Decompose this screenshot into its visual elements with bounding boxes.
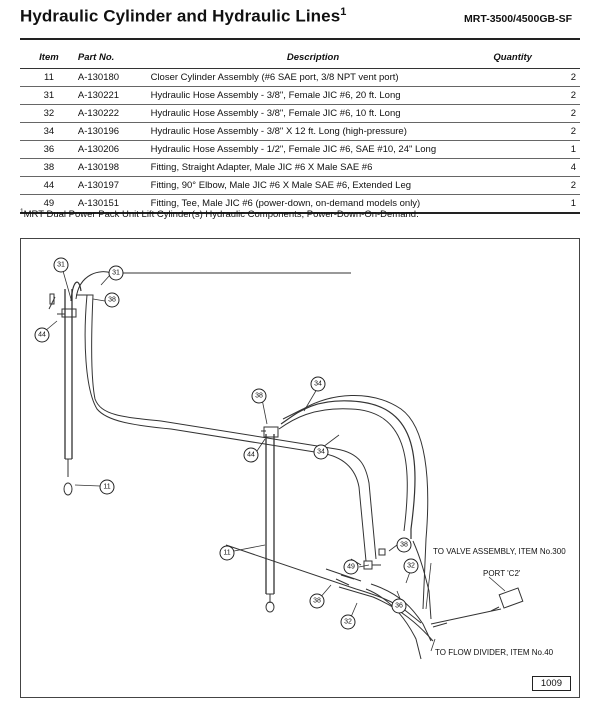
cell-quantity: 1 xyxy=(475,194,580,214)
port-c2-block xyxy=(430,587,524,628)
cell-quantity: 2 xyxy=(475,86,580,105)
svg-text:31: 31 xyxy=(112,270,120,277)
item-bubble: 36 xyxy=(391,598,407,614)
svg-text:32: 32 xyxy=(407,563,415,570)
cell-item: 38 xyxy=(20,158,78,177)
item-bubble: 11 xyxy=(99,479,115,495)
item-bubble: 34 xyxy=(310,376,326,392)
footnote: 1MRT Dual Power Pack Unit Lift Cylinder(… xyxy=(20,208,419,220)
cell-description: Fitting, 90° Elbow, Male JIC #6 X Male S… xyxy=(150,176,476,195)
cell-quantity: 2 xyxy=(475,176,580,195)
item-bubble: 44 xyxy=(34,327,50,343)
cell-quantity: 4 xyxy=(475,158,580,177)
col-item: Item xyxy=(39,51,59,63)
cell-description: Hydraulic Hose Assembly - 3/8", Female J… xyxy=(150,86,476,105)
table-row: 44 A-130197 Fitting, 90° Elbow, Male JIC… xyxy=(20,176,580,195)
cell-item: 32 xyxy=(20,104,78,123)
item-bubble: 38 xyxy=(309,593,325,609)
cell-part-no: A-130180 xyxy=(77,68,151,87)
callout-to-valve: TO VALVE ASSEMBLY, ITEM No.300 xyxy=(433,547,566,556)
svg-text:49: 49 xyxy=(347,564,355,571)
cell-item: 34 xyxy=(20,122,78,141)
svg-text:44: 44 xyxy=(247,452,255,459)
table-row: 11 A-130180 Closer Cylinder Assembly (#6… xyxy=(20,68,580,87)
col-part-no: Part No. xyxy=(77,51,115,63)
cell-description: Hydraulic Hose Assembly - 3/8", Female J… xyxy=(150,104,476,123)
cell-description: Closer Cylinder Assembly (#6 SAE port, 3… xyxy=(150,68,476,87)
tee-fitting xyxy=(363,548,386,570)
page-title: Hydraulic Cylinder and Hydraulic Lines1 xyxy=(20,6,347,26)
item-bubble: 49 xyxy=(343,559,359,575)
col-quantity: Quantity xyxy=(493,51,532,63)
col-description: Description xyxy=(286,51,340,63)
svg-text:36: 36 xyxy=(395,603,403,610)
item-bubble: 11 xyxy=(219,545,235,561)
lower-hoses xyxy=(225,540,434,660)
cell-item: 36 xyxy=(20,140,78,159)
table-row: 32 A-130222 Hydraulic Hose Assembly - 3/… xyxy=(20,104,580,123)
svg-text:38: 38 xyxy=(108,297,116,304)
diagram-drawing: 31 31 38 44 11 38 34 44 34 11 38 49 32 3… xyxy=(34,257,566,660)
footnote-mark: 1 xyxy=(20,208,24,215)
item-bubble: 44 xyxy=(243,447,259,463)
cell-item: 11 xyxy=(20,68,78,87)
cell-item: 31 xyxy=(20,86,78,105)
svg-text:31: 31 xyxy=(57,262,65,269)
svg-text:38: 38 xyxy=(400,542,408,549)
leader-lines xyxy=(44,270,506,652)
callout-port-c2: PORT 'C2' xyxy=(483,569,521,578)
table-header-row: Item Part No. Description Quantity xyxy=(20,46,580,69)
table-row: 38 A-130198 Fitting, Straight Adapter, M… xyxy=(20,158,580,177)
cell-description: Fitting, Tee, Male JIC #6 (power-down, o… xyxy=(150,194,476,214)
table-row: 49 A-130151 Fitting, Tee, Male JIC #6 (p… xyxy=(20,194,580,214)
svg-text:34: 34 xyxy=(314,381,322,388)
cell-part-no: A-130206 xyxy=(77,140,151,159)
item-bubble: 32 xyxy=(403,558,419,574)
cell-description: Hydraulic Hose Assembly - 1/2", Female J… xyxy=(150,140,476,159)
callout-to-flow-divider: TO FLOW DIVIDER, ITEM No.40 xyxy=(435,648,554,657)
figure-number: 1009 xyxy=(531,676,571,691)
item-bubble: 31 xyxy=(53,257,69,273)
cell-description: Fitting, Straight Adapter, Male JIC #6 X… xyxy=(150,158,476,177)
svg-text:44: 44 xyxy=(38,332,46,339)
cell-item: 44 xyxy=(20,176,78,195)
cell-description: Hydraulic Hose Assembly - 3/8" X 12 ft. … xyxy=(150,122,476,141)
table-row: 34 A-130196 Hydraulic Hose Assembly - 3/… xyxy=(20,122,580,141)
footnote-text: MRT Dual Power Pack Unit Lift Cylinder(s… xyxy=(23,209,419,221)
cell-item: 49 xyxy=(20,194,78,214)
svg-text:38: 38 xyxy=(313,598,321,605)
hydraulic-diagram: 31 31 38 44 11 38 34 44 34 11 38 49 32 3… xyxy=(20,238,580,698)
cell-quantity: 1 xyxy=(475,140,580,159)
item-bubble: 31 xyxy=(108,265,124,281)
svg-text:32: 32 xyxy=(344,619,352,626)
table-row: 31 A-130221 Hydraulic Hose Assembly - 3/… xyxy=(20,86,580,105)
arched-hoses xyxy=(278,394,429,610)
parts-table: Item Part No. Description Quantity 11 A-… xyxy=(20,46,580,214)
svg-text:38: 38 xyxy=(255,393,263,400)
left-hoses xyxy=(48,271,377,562)
cell-part-no: A-130196 xyxy=(77,122,151,141)
cell-quantity: 2 xyxy=(475,68,580,87)
item-bubble: 38 xyxy=(396,537,412,553)
title-footnote-mark: 1 xyxy=(340,6,347,18)
center-cylinder xyxy=(261,426,279,613)
cell-quantity: 2 xyxy=(475,122,580,141)
table-row: 36 A-130206 Hydraulic Hose Assembly - 1/… xyxy=(20,140,580,159)
left-cylinder xyxy=(57,289,77,496)
item-bubble: 38 xyxy=(104,292,120,308)
item-bubble: 32 xyxy=(340,614,356,630)
header-rule xyxy=(20,38,580,40)
cell-part-no: A-130151 xyxy=(77,194,151,214)
cell-part-no: A-130197 xyxy=(77,176,151,195)
svg-text:34: 34 xyxy=(317,449,325,456)
model-code: MRT-3500/4500GB-SF xyxy=(464,13,572,25)
cell-part-no: A-130221 xyxy=(77,86,151,105)
svg-text:11: 11 xyxy=(103,484,110,491)
svg-text:11: 11 xyxy=(223,550,230,557)
cell-quantity: 2 xyxy=(475,104,580,123)
cell-part-no: A-130198 xyxy=(77,158,151,177)
item-bubble: 38 xyxy=(251,388,267,404)
item-bubble: 34 xyxy=(313,444,329,460)
cell-part-no: A-130222 xyxy=(77,104,151,123)
